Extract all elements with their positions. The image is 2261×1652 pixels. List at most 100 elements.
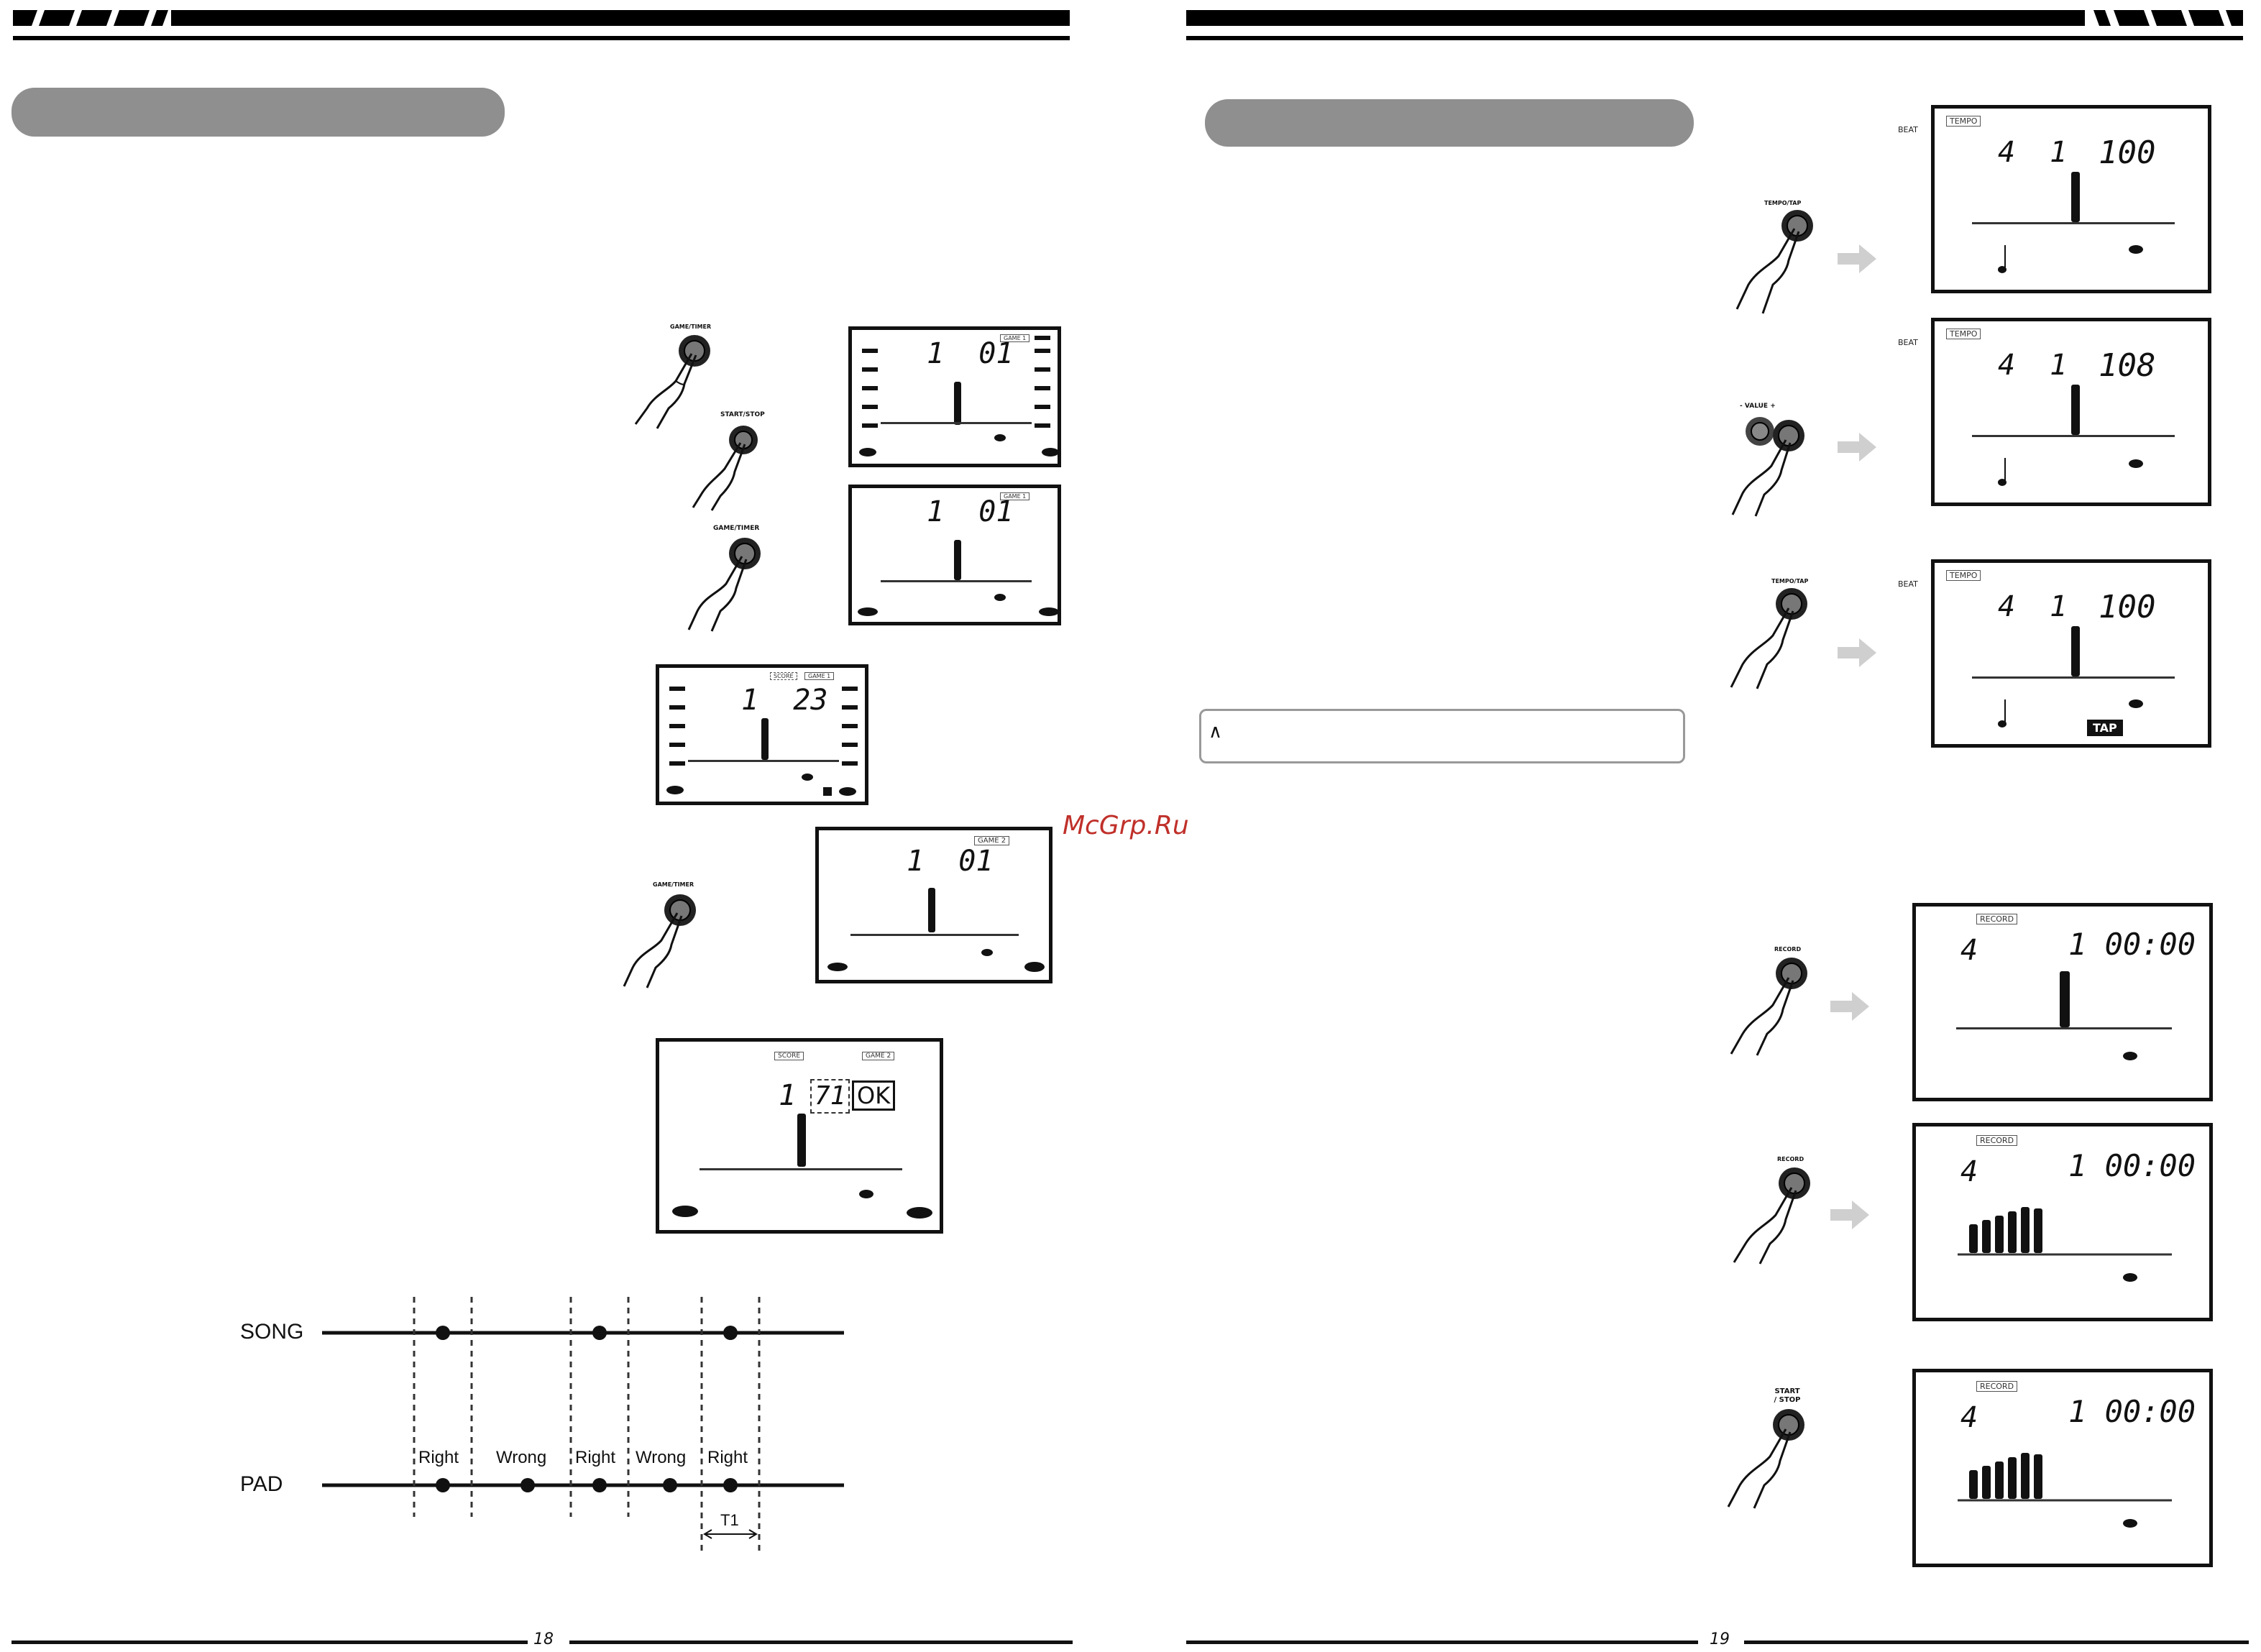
- hand-press-record-1: RECORD: [1711, 942, 1819, 1057]
- beat-label: BEAT: [1898, 579, 1918, 589]
- timing-timeline: SONG PAD Right Wrong Right Wrong Right T…: [230, 1287, 863, 1574]
- baseline: [881, 580, 1032, 582]
- lcd-time: 1 00:00: [2068, 1394, 2196, 1429]
- judgement-right-3: Right: [707, 1448, 748, 1467]
- record-tag: RECORD: [1976, 914, 2018, 924]
- watermark: McGrp.Ru: [1063, 811, 1189, 840]
- beat-label: BEAT: [1898, 125, 1918, 134]
- lcd-tempo: 100: [2099, 589, 2156, 625]
- right-page-number: 19: [1710, 1630, 1730, 1648]
- lcd-digits: 1 01: [907, 845, 994, 878]
- lcd-digits-score: 71: [810, 1079, 850, 1114]
- baseline: [688, 760, 839, 762]
- hand-press-game-timer-2: GAME/TIMER: [676, 525, 784, 633]
- tempo-tag: TEMPO: [1946, 329, 1981, 339]
- drum-icons: [858, 594, 1059, 616]
- beat-bar: [928, 888, 935, 932]
- hand-icon: [1733, 1167, 1810, 1265]
- right-header-bars: [1186, 10, 2243, 40]
- hand-icon: [1730, 958, 1807, 1056]
- score-tag: SCORE: [774, 1052, 804, 1060]
- lcd-beat: 4: [1960, 934, 1978, 967]
- beat-bar: [797, 1114, 806, 1167]
- beat-bar: [2071, 385, 2080, 435]
- pad-label: PAD: [240, 1472, 283, 1496]
- hand-press-start-stop: START/STOP: [683, 411, 784, 512]
- hand-icon: [687, 538, 761, 632]
- baseline: [1972, 435, 2175, 437]
- metronome-icons: [1998, 458, 2143, 486]
- lcd-time: 1 00:00: [2068, 1148, 2196, 1183]
- right-footer-rule-b: [1744, 1640, 2249, 1644]
- beat-bar: [761, 718, 769, 760]
- lcd-beat: 4: [1960, 1155, 1978, 1188]
- game-tag: GAME 1: [804, 672, 835, 680]
- hand-press-tempo-tap-1: TEMPO/TAP: [1718, 194, 1826, 316]
- tempo-tap-button-label: TEMPO/TAP: [1764, 200, 1802, 206]
- lcd-beat: 4: [1998, 136, 2016, 169]
- lcd-display-game2-start: GAME 2 1 01: [815, 827, 1052, 983]
- right-header: [1186, 10, 2243, 46]
- hand-icon: [623, 894, 696, 988]
- left-footer-rule-b: [569, 1640, 1073, 1644]
- lcd-measure: 1: [2050, 590, 2068, 623]
- level-meter-icons: [666, 687, 858, 796]
- record-tag: RECORD: [1976, 1135, 2018, 1146]
- note-box: ∧: [1199, 709, 1685, 763]
- game-tag: GAME 1: [1000, 492, 1030, 500]
- lcd-digit-measure: 1: [779, 1079, 797, 1112]
- song-label: SONG: [240, 1320, 304, 1344]
- right-footer-rule-a: [1186, 1640, 1698, 1644]
- level-meter-icons: [859, 336, 1059, 456]
- game-tag: GAME 1: [1000, 334, 1030, 342]
- hand-icon: [634, 335, 710, 429]
- note-box-marker: ∧: [1209, 721, 1223, 743]
- level-bars: [1958, 1207, 2172, 1282]
- value-button-label: - VALUE +: [1740, 403, 1776, 410]
- lcd-display-game1-end: GAME 1 1 01: [848, 485, 1061, 625]
- metronome-icons: [1998, 699, 2143, 728]
- hand-icon: [1735, 210, 1813, 314]
- lcd-display-game2-score: SCORE GAME 2 1 71 OK: [656, 1038, 943, 1234]
- tap-indicator: TAP: [2087, 720, 2123, 736]
- record-button-label: RECORD: [1774, 946, 1802, 953]
- game-tag: GAME 2: [974, 836, 1010, 845]
- game-tag: GAME 2: [862, 1052, 895, 1060]
- score-tag: SCORE: [770, 672, 797, 680]
- tempo-tap-button-label: TEMPO/TAP: [1771, 578, 1809, 584]
- record-tag: RECORD: [1976, 1381, 2018, 1392]
- tempo-tag: TEMPO: [1946, 570, 1981, 581]
- beat-bar: [2060, 971, 2070, 1027]
- judgement-wrong-1: Wrong: [496, 1448, 547, 1467]
- lcd-digits: 1 01: [927, 337, 1014, 370]
- drum-icons: [827, 949, 1045, 972]
- lcd-digits: 1 23: [741, 684, 828, 717]
- hand-icon: [1731, 417, 1804, 517]
- game-timer-button-label: GAME/TIMER: [653, 881, 694, 888]
- hand-icon: [692, 426, 758, 511]
- start-stop-button-label: START/STOP: [720, 411, 765, 418]
- hand-press-tempo-tap-2: TEMPO/TAP: [1711, 575, 1826, 690]
- left-section-heading-bar: [12, 88, 505, 137]
- baseline: [1972, 222, 2175, 224]
- drum-icon: [2123, 1052, 2137, 1060]
- interval-label-t1: T1: [720, 1511, 739, 1529]
- beat-bar: [954, 540, 961, 580]
- left-header: [13, 10, 1070, 46]
- left-page-number: 18: [533, 1630, 554, 1648]
- hand-press-record-2: RECORD: [1711, 1150, 1819, 1265]
- hand-press-value: - VALUE +: [1711, 403, 1826, 518]
- baseline: [850, 934, 1019, 936]
- lcd-display-game1-start: GAME 1 1 01: [848, 326, 1061, 467]
- beat-bar: [954, 382, 961, 425]
- record-button-label: RECORD: [1777, 1156, 1804, 1162]
- judgement-right-1: Right: [418, 1448, 459, 1467]
- baseline: [700, 1168, 902, 1170]
- baseline: [1956, 1027, 2172, 1029]
- lcd-beat: 4: [1998, 349, 2016, 382]
- left-header-bars: [13, 10, 1070, 40]
- lcd-display-record-active: RECORD 4 1 00:00: [1912, 1123, 2213, 1321]
- lcd-measure: 1: [2050, 349, 2068, 382]
- judgement-right-2: Right: [575, 1448, 616, 1467]
- level-bars: [1958, 1453, 2172, 1528]
